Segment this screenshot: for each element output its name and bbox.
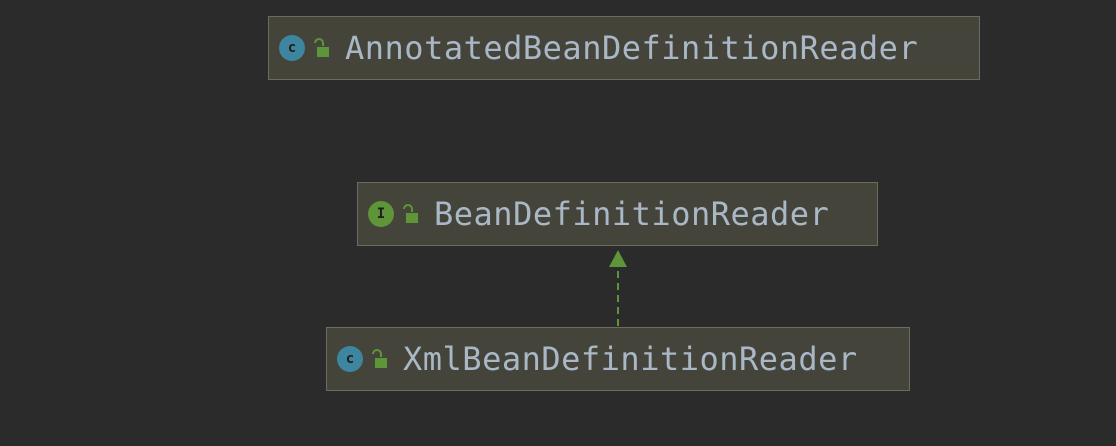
unlocked-icon: [403, 204, 418, 223]
class-icon: c: [279, 35, 305, 61]
node-label: AnnotatedBeanDefinitionReader: [345, 29, 919, 67]
class-icon: c: [337, 346, 363, 372]
class-node-xmlbeandefinitionreader[interactable]: c XmlBeanDefinitionReader: [326, 327, 910, 391]
interface-icon: I: [368, 201, 394, 227]
interface-node-beandefinitionreader[interactable]: I BeanDefinitionReader: [357, 182, 878, 246]
implements-edge-arrowhead: [609, 250, 627, 267]
node-label: BeanDefinitionReader: [434, 195, 830, 233]
unlocked-icon: [314, 38, 329, 57]
node-label: XmlBeanDefinitionReader: [403, 340, 858, 378]
class-node-annotatedbeandefinitionreader[interactable]: c AnnotatedBeanDefinitionReader: [268, 16, 980, 80]
unlocked-icon: [372, 349, 387, 368]
